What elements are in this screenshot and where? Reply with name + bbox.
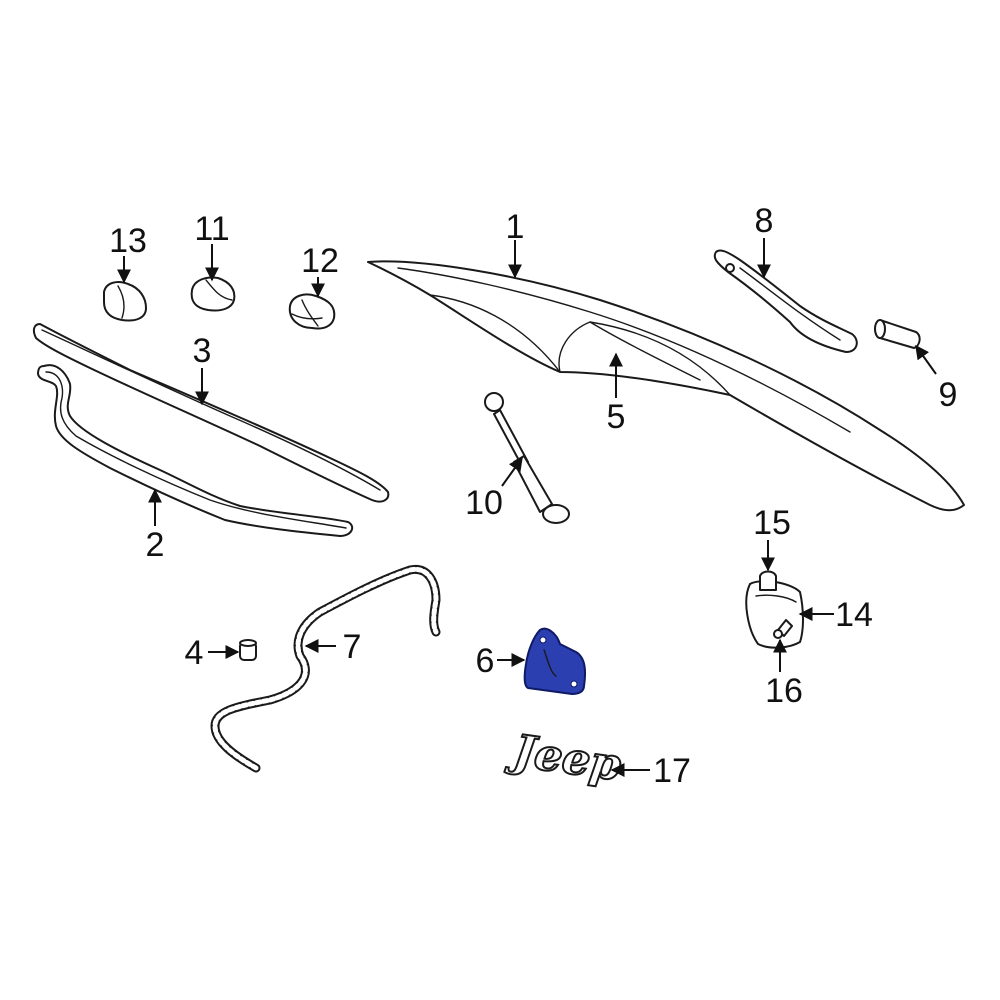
- release-handle[interactable]: [745, 570, 804, 649]
- callout-5: 5: [607, 398, 626, 436]
- bumper-12[interactable]: [288, 293, 336, 330]
- callout-12: 12: [301, 242, 339, 280]
- hinge-bumper-9[interactable]: [874, 319, 921, 349]
- hood-panel[interactable]: [367, 260, 965, 512]
- callout-14: 14: [835, 596, 873, 634]
- callout-13: 13: [109, 222, 147, 260]
- bumper-4[interactable]: [239, 639, 257, 661]
- callout-16: 16: [765, 672, 803, 710]
- washer-hose[interactable]: [210, 564, 441, 773]
- bumper-13[interactable]: [103, 281, 147, 322]
- jeep-emblem[interactable]: Jeep: [503, 724, 626, 792]
- callout-4: 4: [185, 634, 204, 672]
- callout-1: 1: [506, 208, 525, 246]
- callout-17: 17: [653, 752, 691, 790]
- callout-7: 7: [343, 628, 362, 666]
- hood-latch[interactable]: [523, 627, 586, 695]
- callout-2: 2: [146, 526, 165, 564]
- callout-3: 3: [193, 332, 212, 370]
- callout-10: 10: [465, 484, 503, 522]
- callout-15: 15: [753, 504, 791, 542]
- callout-8: 8: [755, 202, 774, 240]
- leader-lines: [117, 238, 937, 777]
- callout-labels: 1 2 3 4 5 6 7 8 9 10 11 12 13 14 15 16 1…: [109, 202, 957, 790]
- weatherstrip-lower[interactable]: [37, 364, 354, 537]
- emblem-text: Jeep: [504, 725, 625, 791]
- bumper-11[interactable]: [190, 276, 236, 312]
- callout-9: 9: [939, 376, 958, 414]
- callout-6: 6: [476, 642, 495, 680]
- callout-11: 11: [194, 210, 229, 248]
- hood-hinge[interactable]: [713, 249, 858, 353]
- weatherstrip-upper[interactable]: [32, 323, 390, 503]
